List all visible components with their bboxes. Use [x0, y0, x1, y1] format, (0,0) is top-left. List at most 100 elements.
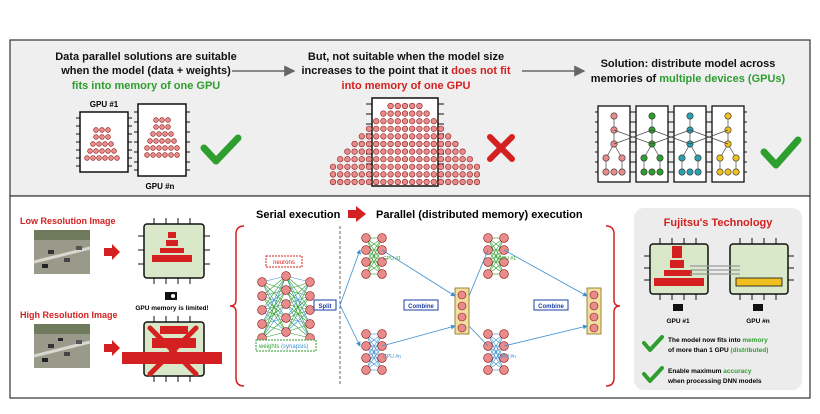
neuron [373, 163, 380, 170]
synapse [487, 333, 505, 371]
neuron [409, 102, 416, 110]
neuron [351, 171, 358, 178]
neuron [483, 353, 493, 363]
neuron [640, 168, 648, 176]
neuron [394, 125, 401, 132]
neuron [409, 118, 416, 125]
synapse [487, 237, 505, 275]
neuron [445, 171, 452, 178]
gpu-chip-n [134, 103, 190, 177]
neuron [358, 140, 365, 148]
neuron [430, 171, 437, 178]
neuron [656, 168, 664, 176]
neuron [257, 277, 267, 287]
edge [689, 129, 729, 145]
neuron [640, 154, 648, 162]
neuron [716, 168, 724, 176]
low-res-label: Low Resolution Image [20, 216, 116, 226]
gpun-label: GPU #n [146, 182, 175, 191]
synapse [487, 237, 505, 263]
neuron [377, 233, 387, 243]
neuron [394, 178, 401, 186]
neuron [401, 110, 409, 117]
arrow-right-icon-heading [348, 206, 366, 222]
cross-icon-2 [147, 325, 199, 377]
neuron [257, 291, 267, 301]
neuron [457, 312, 467, 322]
neuron [281, 299, 291, 309]
neuron [437, 140, 445, 148]
flow-arrow [381, 249, 456, 297]
neuron [618, 154, 626, 162]
neuron [452, 148, 459, 155]
neuron [401, 163, 409, 170]
neuron [437, 133, 445, 140]
neuron [423, 110, 430, 117]
fujitsu-gpu-1 [644, 238, 709, 300]
neuron [305, 277, 315, 287]
synapse [365, 249, 383, 275]
memory-chip-icon-1 [673, 304, 683, 311]
neuron [305, 291, 315, 301]
combine-button-2 [533, 299, 569, 311]
neuron [416, 140, 423, 148]
neuron [387, 125, 394, 132]
neuron [365, 156, 373, 163]
neuron [409, 110, 416, 117]
fujitsu-item2-line2: when processing DNN models [667, 378, 762, 385]
neuron [394, 110, 401, 117]
gpu-chip-1 [76, 111, 132, 173]
col2-line2b: does not fit [451, 65, 511, 77]
neuron [589, 312, 599, 322]
neuron [358, 156, 365, 163]
synapse [261, 289, 287, 339]
weights-box [255, 339, 317, 352]
neuron [361, 257, 371, 267]
neuron [430, 156, 437, 163]
combine-label-1: Combine [408, 304, 434, 310]
neuron [437, 163, 445, 170]
neuron [344, 156, 351, 163]
item2-line1b: accuracy [723, 368, 752, 375]
synapse [261, 317, 287, 339]
neuron [351, 178, 358, 186]
neuron [361, 245, 371, 255]
neuron [387, 140, 394, 148]
neuron [457, 301, 467, 311]
neuron [694, 154, 702, 162]
neuron [281, 327, 291, 337]
neuron [387, 110, 394, 117]
gpu-chip-overflow [329, 97, 481, 187]
synapse [365, 345, 383, 371]
neuron [394, 140, 401, 148]
neuron [387, 156, 394, 163]
neuron [365, 163, 373, 170]
neuron [380, 133, 387, 140]
neuron [459, 163, 466, 170]
neuron [589, 290, 599, 300]
synapse [365, 237, 383, 263]
neuron [394, 156, 401, 163]
neuron [423, 133, 430, 140]
neuron [281, 285, 291, 295]
synapse [261, 303, 287, 339]
synapse [365, 333, 383, 359]
neuron [329, 163, 337, 170]
neuron [358, 163, 365, 170]
neuron [358, 133, 365, 140]
neuron [401, 102, 409, 110]
parallel-network [339, 233, 602, 375]
neuron [483, 233, 493, 243]
neuron [373, 178, 380, 186]
neuron [716, 154, 724, 162]
neuron [380, 140, 387, 148]
neuron [344, 148, 351, 155]
neuron [430, 140, 437, 148]
neuron [337, 178, 344, 186]
neuron [409, 133, 416, 140]
neuron [409, 156, 416, 163]
high-res-label: High Resolution Image [20, 310, 118, 320]
neuron [483, 329, 493, 339]
neuron [257, 305, 267, 315]
